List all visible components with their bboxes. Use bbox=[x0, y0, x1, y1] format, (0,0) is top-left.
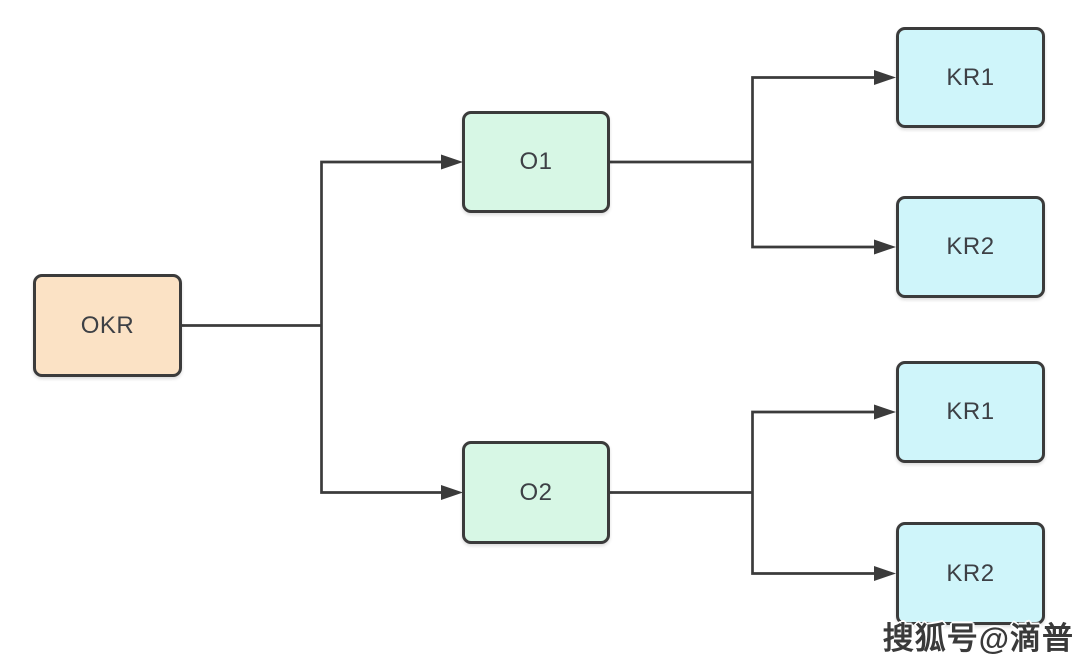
watermark: 搜狐号@滴普 bbox=[882, 621, 1074, 656]
node-kr2-bottom: KR2 bbox=[896, 522, 1045, 625]
node-kr1-bottom-label: KR1 bbox=[946, 398, 995, 425]
node-o1-label: O1 bbox=[519, 148, 553, 175]
node-kr1-top-label: KR1 bbox=[946, 63, 995, 91]
node-kr1-top: KR1 bbox=[896, 27, 1045, 128]
arrowhead-to-o1 bbox=[441, 154, 463, 170]
node-kr2-top: KR2 bbox=[896, 196, 1045, 298]
node-o2-label: O2 bbox=[519, 478, 553, 506]
node-o2: O2 bbox=[462, 441, 610, 544]
edge-o2-split bbox=[751, 410, 875, 575]
node-o1: O1 bbox=[462, 111, 610, 213]
arrowhead-to-kr1-bottom bbox=[874, 404, 896, 420]
node-okr: OKR bbox=[33, 274, 182, 377]
node-okr-label: OKR bbox=[80, 311, 135, 339]
edge-okr-split bbox=[320, 160, 442, 494]
arrowhead-to-o2 bbox=[441, 485, 463, 500]
node-kr2-bottom-label: KR2 bbox=[946, 559, 995, 587]
arrowhead-to-kr2-bottom bbox=[874, 566, 896, 581]
arrowhead-to-kr1-top bbox=[874, 70, 896, 85]
node-kr1-bottom: KR1 bbox=[896, 361, 1045, 463]
edge-o1-split bbox=[751, 76, 875, 249]
node-kr2-top-label: KR2 bbox=[946, 233, 995, 260]
arrowhead-to-kr2-top bbox=[874, 239, 896, 255]
